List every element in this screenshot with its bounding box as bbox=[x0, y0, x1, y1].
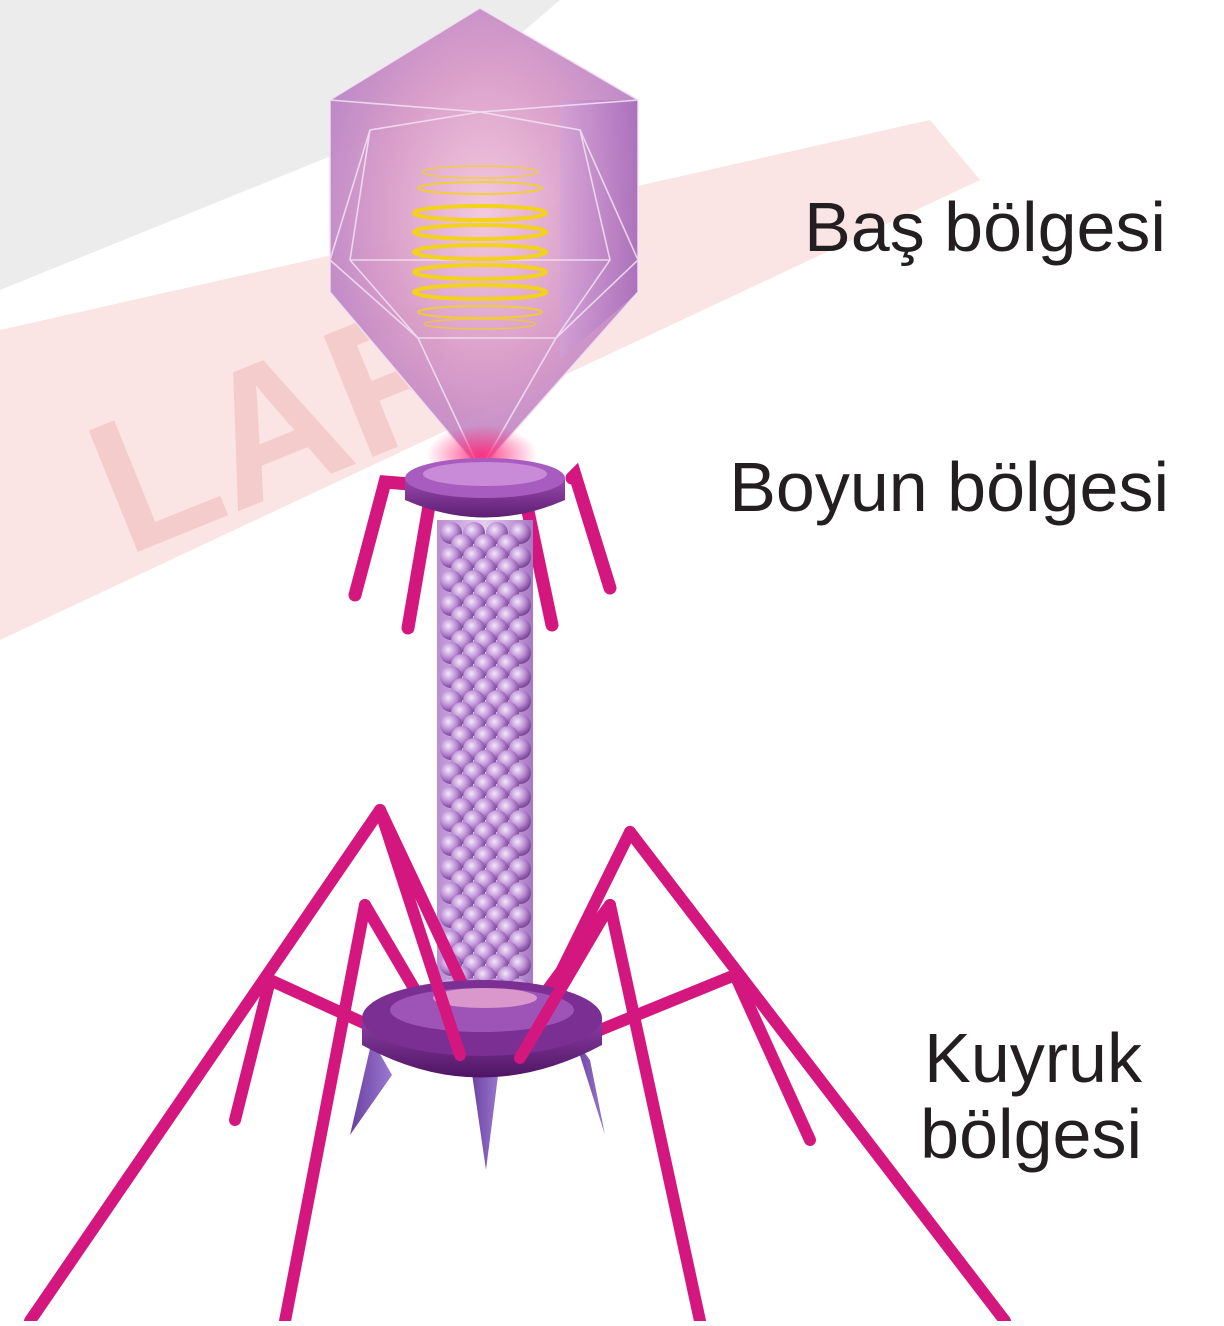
tail-region-label-line2: bölgesi bbox=[920, 1096, 1142, 1172]
tail-region-label-line1: Kuyruk bbox=[920, 1020, 1142, 1096]
tail-region-label: Kuyruk bölgesi bbox=[920, 1020, 1142, 1173]
baseplate bbox=[350, 980, 605, 1170]
neck-collar bbox=[405, 458, 565, 518]
sheath-beads bbox=[440, 522, 531, 1012]
head-region-label: Baş bölgesi bbox=[804, 192, 1166, 262]
tail-sheath bbox=[437, 520, 533, 1012]
neck-region-label: Boyun bölgesi bbox=[729, 452, 1169, 522]
